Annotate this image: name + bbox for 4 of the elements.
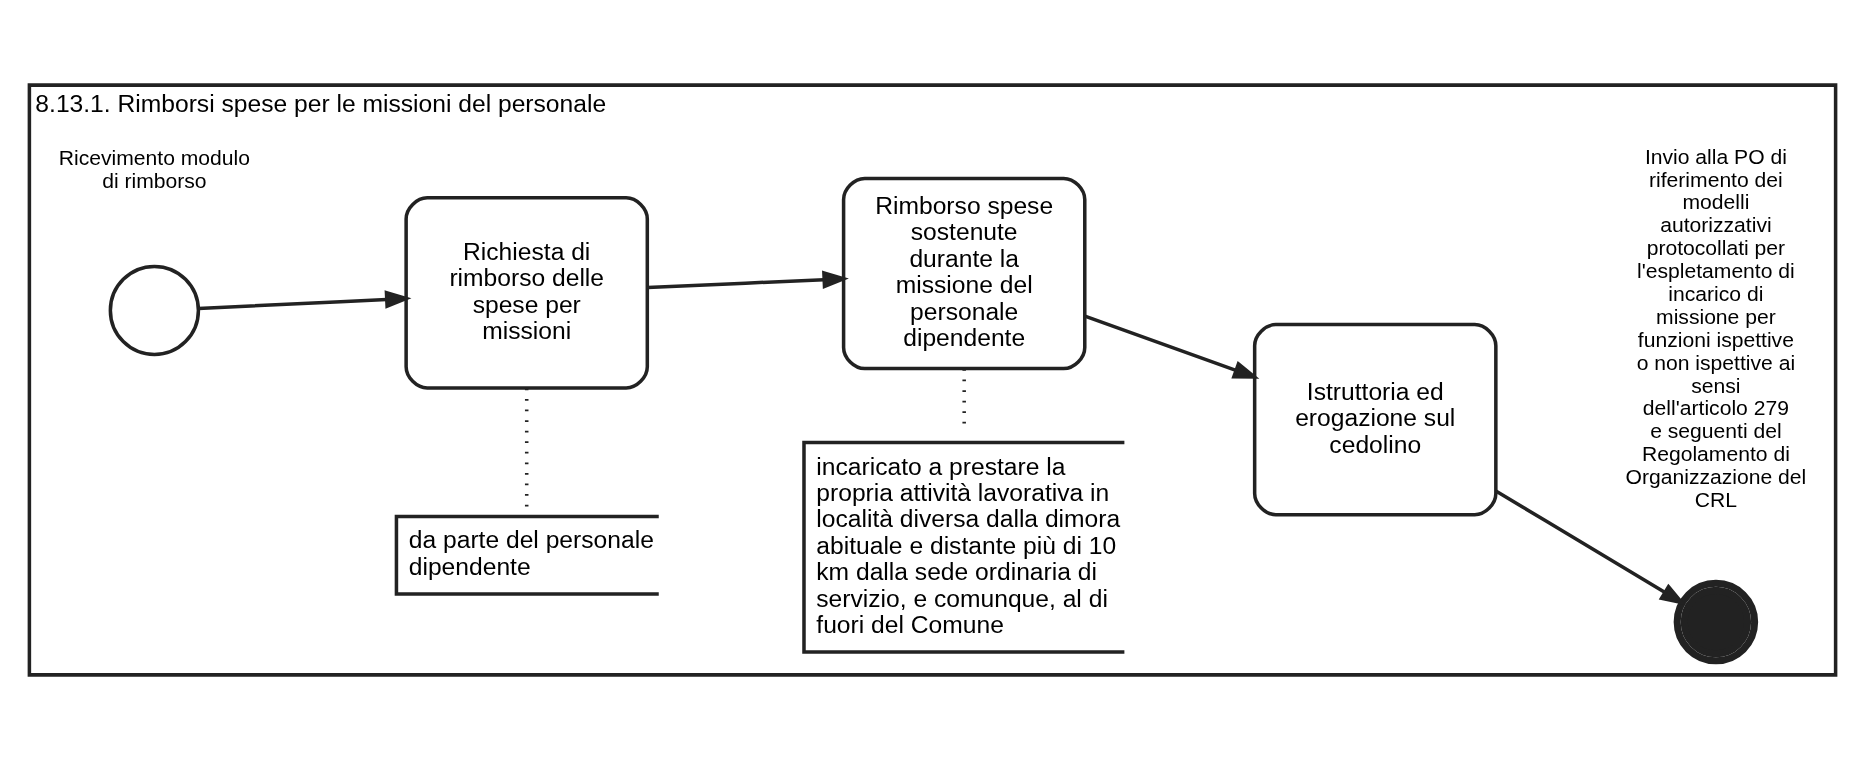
node-label: Ricevimento modulo di rimborso xyxy=(58,146,251,193)
node-text: incaricato a prestare la propria attività lavorativa in località diversa dalla dimora abituale e distante più di 10 km dalla sede ordinaria di servizio, e comunque, al di fuori del Comune xyxy=(816,452,1121,638)
node-text: da parte del personale dipendente xyxy=(408,526,654,580)
node-label: Invio alla PO di riferimento dei modelli autorizzativi protocollati per l'espletamento di incarico di missione per funzioni ispettive o non ispettive ai sensi dell'articolo 279 e seguenti del Regolamento di Organizzazione del CRL xyxy=(1625,144,1807,511)
